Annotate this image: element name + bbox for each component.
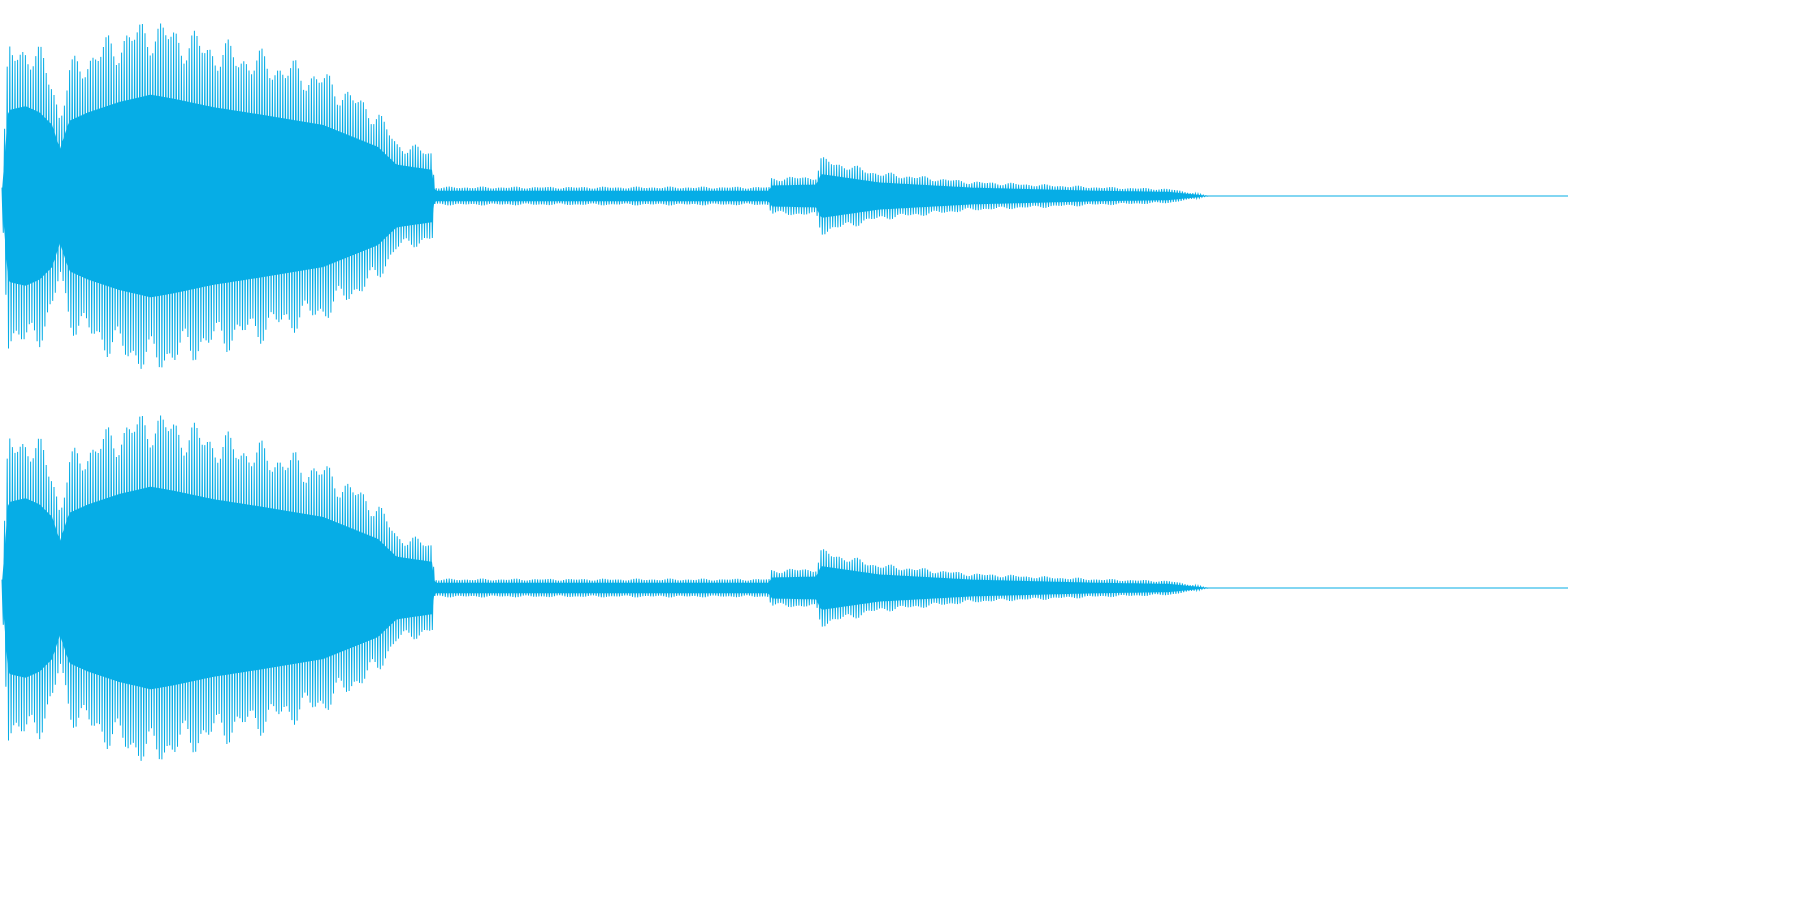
waveform-channel-top [1, 23, 1568, 369]
channel-group [1, 23, 1568, 761]
waveform-channel-bottom [1, 415, 1568, 761]
waveform-figure [1, 23, 1568, 761]
